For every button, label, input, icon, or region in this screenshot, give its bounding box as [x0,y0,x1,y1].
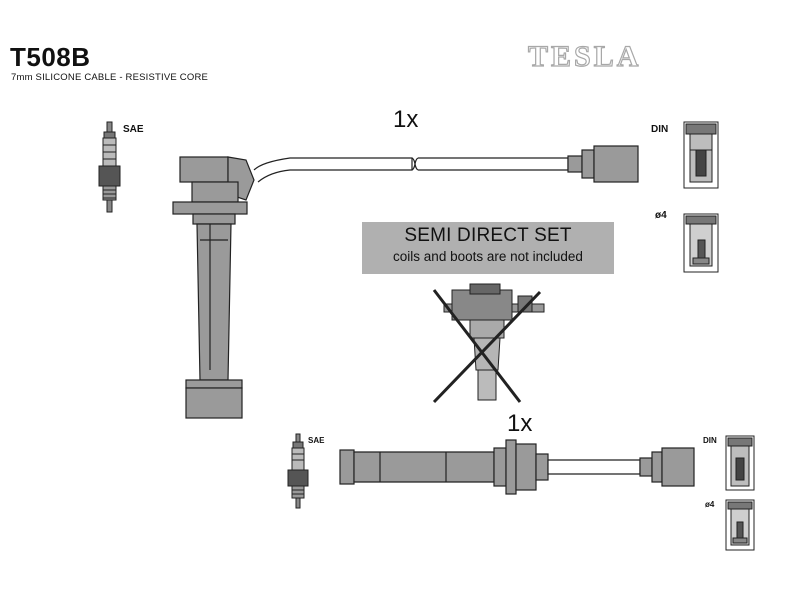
coil-boot-top [172,156,255,419]
spark-plug-top-icon [98,121,121,213]
d4-terminal-top-icon [683,213,719,273]
plug-boot-bottom [639,447,695,487]
semi-direct-notice: SEMI DIRECT SET coils and boots are not … [362,222,614,274]
din-terminal-bottom-icon [725,435,755,491]
d4-label-bottom: ø4 [705,500,715,509]
cable-bottom [547,459,641,475]
din-label-top: DIN [651,124,669,135]
excluded-ignition-coil-icon [432,283,545,404]
quantity-bottom: 1x [507,410,533,437]
cable-description: 7mm SILICONE CABLE - RESISTIVE CORE [11,72,209,83]
spark-plug-bottom-icon [287,433,309,509]
din-terminal-top-icon [683,121,719,189]
quantity-top: 1x [393,106,419,133]
sae-label-top: SAE [123,124,144,135]
notice-title: SEMI DIRECT SET [404,225,572,246]
brand-logo: TESLA [527,39,642,73]
sae-label-bottom: SAE [308,436,325,445]
notice-text: coils and boots are not included [393,249,583,264]
d4-terminal-bottom-icon [725,499,755,551]
din-label-bottom: DIN [703,436,717,445]
d4-label-top: ø4 [655,210,667,221]
cable-top [253,157,569,183]
coil-boot-bottom [339,439,549,495]
part-code: T508B [10,42,91,72]
plug-boot-top [567,145,639,183]
